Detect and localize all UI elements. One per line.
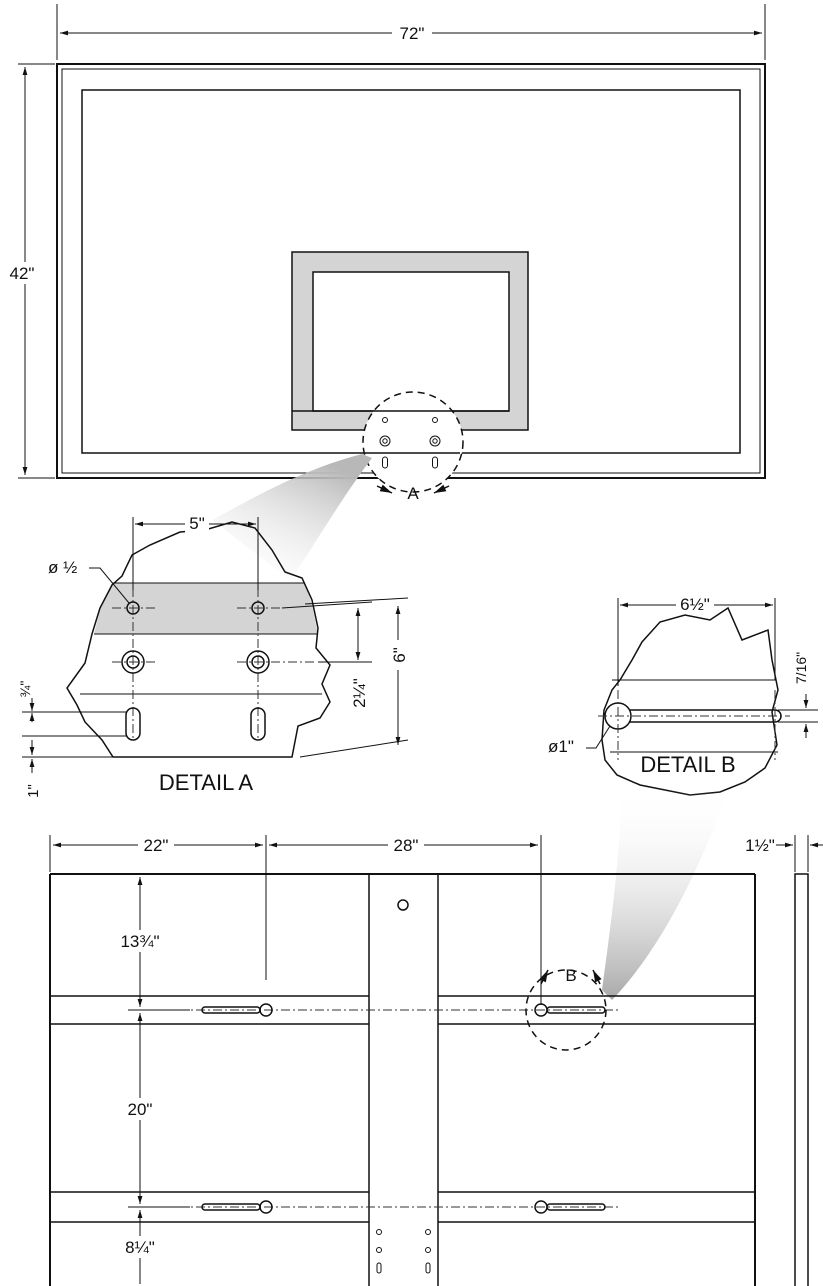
rail-spacing-label: 20" (128, 1100, 153, 1119)
thickness-label: 1½" (745, 836, 775, 855)
detail-a-callout-circle (362, 391, 464, 493)
back-view: 22" 28" 1½" (49, 834, 823, 1286)
detail-a-counterbore (246, 650, 270, 674)
keyhole-slot (534, 1200, 606, 1214)
detail-a-counterbore (121, 650, 145, 674)
detail-a-hole-diameter: ø ½ (48, 558, 77, 577)
keyhole-slot (201, 1003, 273, 1017)
hole-spacing-label: 28" (394, 836, 419, 855)
detail-a-slot-offset: ¾" (17, 681, 33, 698)
bottom-offset-label: 8¼" (125, 1238, 155, 1257)
detail-a-vertical-spacing: 2¼" (350, 678, 369, 708)
detail-a-bottom-offset: 1" (25, 784, 42, 798)
detail-a-slot (250, 707, 266, 741)
detail-b-callout-circle (525, 969, 607, 1051)
detail-a-hole-spacing: 5" (189, 514, 205, 533)
width-label: 72" (400, 24, 425, 43)
detail-a-slot (125, 707, 141, 741)
center-brace-hole (397, 899, 409, 911)
detail-a-hole (126, 601, 140, 615)
detail-b-projection (602, 785, 728, 1000)
detail-b-width: 6½" (680, 595, 710, 614)
detail-a-callout-letter: A (407, 484, 419, 503)
detail-b-hole-diameter: ø1" (548, 737, 574, 756)
detail-a-projection (212, 454, 372, 580)
detail-b-torn-outline (601, 606, 779, 796)
top-offset-label: 13¾" (120, 932, 159, 951)
left-offset-label: 22" (144, 836, 169, 855)
detail-a-title: DETAIL A (159, 770, 253, 795)
detail-a-hole (251, 601, 265, 615)
detail-b-slot-width: 7/16" (793, 652, 809, 684)
detail-a: 5" ø ½ 2¼" 6" ¾" 1" DETAIL A (17, 513, 409, 798)
height-label: 42" (10, 264, 35, 283)
top-view: 72" 42" A (6, 4, 766, 503)
keyhole-slot (534, 1003, 606, 1017)
board-side-view (794, 873, 809, 1286)
detail-a-height: 6" (390, 647, 409, 663)
keyhole-slot (201, 1200, 273, 1214)
detail-b-title: DETAIL B (640, 752, 735, 777)
detail-b: 6½" 7/16" ø1" DETAIL B (548, 594, 818, 796)
detail-b-callout-letter: B (565, 966, 576, 985)
